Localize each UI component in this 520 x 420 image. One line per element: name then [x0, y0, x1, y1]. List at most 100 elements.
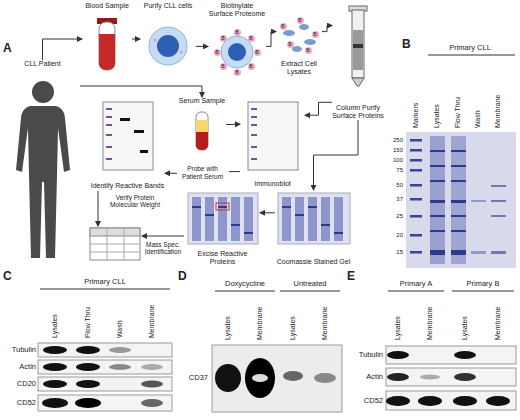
western-blot-c-part-part: [38, 360, 172, 374]
excise-gel-part-part: [231, 197, 240, 241]
probed-immunoblot: [103, 102, 153, 170]
protein-gel-part-part: [410, 169, 422, 172]
probed-immunoblot-part: [106, 108, 112, 160]
biotin-tag: B: [312, 31, 319, 38]
step-label: Purify CLL cells: [140, 2, 196, 10]
protein-gel-part-part: [410, 159, 422, 162]
group-header: Doxycycline: [225, 280, 265, 288]
blood-tube: [97, 18, 117, 70]
step-node: Coomassie Stained Gel: [275, 190, 352, 266]
western-blot-c-part: [38, 343, 172, 411]
protein-gel-part-part: [451, 150, 466, 152]
western-blot-e-part-part: [386, 346, 516, 364]
header-bracket-part: [40, 289, 170, 290]
protein-gel: [406, 132, 516, 268]
probed-immunoblot-part-part: [106, 124, 112, 126]
row-label: Actin: [19, 363, 36, 371]
western-blot-d: [212, 345, 342, 412]
excise-gel-part: [192, 197, 253, 241]
western-blot-d-part: [283, 371, 303, 381]
biotin-tag: B: [254, 49, 261, 56]
step-node: CLL Patient: [5, 60, 80, 265]
probed-immunoblot-part-part: [106, 158, 112, 160]
blank-immunoblot-part-part: [251, 146, 257, 148]
cll-cell: [149, 27, 187, 65]
step-label: Extract Cell Lysates: [276, 60, 322, 76]
protein-gel-part: [406, 132, 516, 268]
protein-gel-part-part: [471, 200, 486, 202]
step-node: Serum Sample: [178, 97, 226, 152]
excise-gel-part-part: [205, 214, 214, 216]
western-blot-e-part-part: [386, 368, 516, 386]
edge-label: Probe with Patient Serum: [177, 165, 229, 179]
blank-immunoblot-part: [251, 108, 257, 160]
lane-label: Membrane: [426, 307, 434, 340]
probed-immunoblot-part: [103, 102, 153, 170]
header-bracket-part: [428, 55, 515, 56]
excise-gel: [188, 193, 258, 244]
excise-gel-part-part: [205, 197, 214, 241]
biotin-tag: B: [297, 17, 304, 24]
western-blot-c-part: [109, 364, 131, 370]
biotin-tag: B: [248, 63, 255, 70]
protein-gel-part-part: [430, 200, 445, 203]
blood-tube-part: [99, 22, 115, 70]
panel-letter: A: [3, 42, 12, 55]
flow-arrow-part: [98, 191, 99, 226]
western-blot-c-part: [76, 363, 100, 371]
coomassie-gel-part-part: [321, 224, 330, 226]
row-label: Actin: [366, 373, 383, 381]
group-header: Primary CLL: [449, 44, 491, 52]
excise-gel-part-part: [192, 206, 201, 208]
step-node: Biotinylate Surface Proteome: [208, 2, 266, 76]
result-table-part: [90, 228, 140, 260]
row-label: 25: [396, 213, 403, 220]
coomassie-gel-part-part: [295, 214, 304, 216]
western-blot-d-part: [314, 373, 336, 383]
row-label: 150: [393, 147, 403, 154]
group-header: Primary B: [467, 280, 500, 288]
flow-arrow: [43, 39, 83, 60]
flow-arrow: [266, 32, 276, 47]
protein-gel-part: [451, 136, 466, 264]
row-label: 20: [396, 232, 403, 239]
biotin-tag: B: [234, 69, 241, 76]
coomassie-gel-part-part: [334, 197, 343, 241]
excise-gel-part: [216, 203, 229, 210]
protein-gel-part-part: [430, 215, 445, 217]
patient-silhouette: [16, 81, 70, 258]
western-blot-c-part: [43, 363, 67, 371]
protein-gel-part-part: [451, 180, 466, 182]
coomassie-gel-part-part: [321, 197, 330, 241]
western-blot-c-part: [141, 399, 163, 407]
western-blot-d-part: [215, 364, 241, 392]
western-blot-d-part: [212, 345, 342, 412]
coomassie-gel-part-part: [282, 197, 291, 241]
lysate-fragments-part: [283, 30, 295, 36]
protein-gel-part-part: [491, 200, 506, 202]
panel-letter: C: [3, 270, 12, 283]
flow-arrow: [322, 26, 332, 32]
western-blot-e-part-part: [386, 391, 516, 410]
western-blot-c-part-part: [38, 377, 172, 391]
panel-letter: B: [402, 38, 411, 51]
row-label: 250: [393, 137, 403, 144]
biotin-tag: B: [305, 47, 312, 54]
flow-arrow: [226, 124, 240, 125]
protein-gel-part: [430, 150, 466, 255]
western-blot-e-part: [486, 396, 510, 406]
protein-gel-part-part: [451, 200, 466, 203]
excise-gel-part-part: [192, 197, 201, 241]
protein-gel-part-part: [430, 150, 445, 152]
probed-immunoblot-part-part: [106, 134, 112, 136]
western-blot-e: [386, 346, 516, 410]
protein-gel-part-part: [430, 180, 445, 182]
step-label: CLL Patient: [5, 60, 80, 68]
biotin-tag: B: [280, 23, 287, 30]
western-blot-c-part: [43, 380, 67, 388]
biotin-tag: B: [220, 35, 227, 42]
flow-arrow: [260, 212, 275, 213]
flow-arrow: [314, 120, 359, 190]
lysate-fragments-part: [292, 46, 302, 52]
